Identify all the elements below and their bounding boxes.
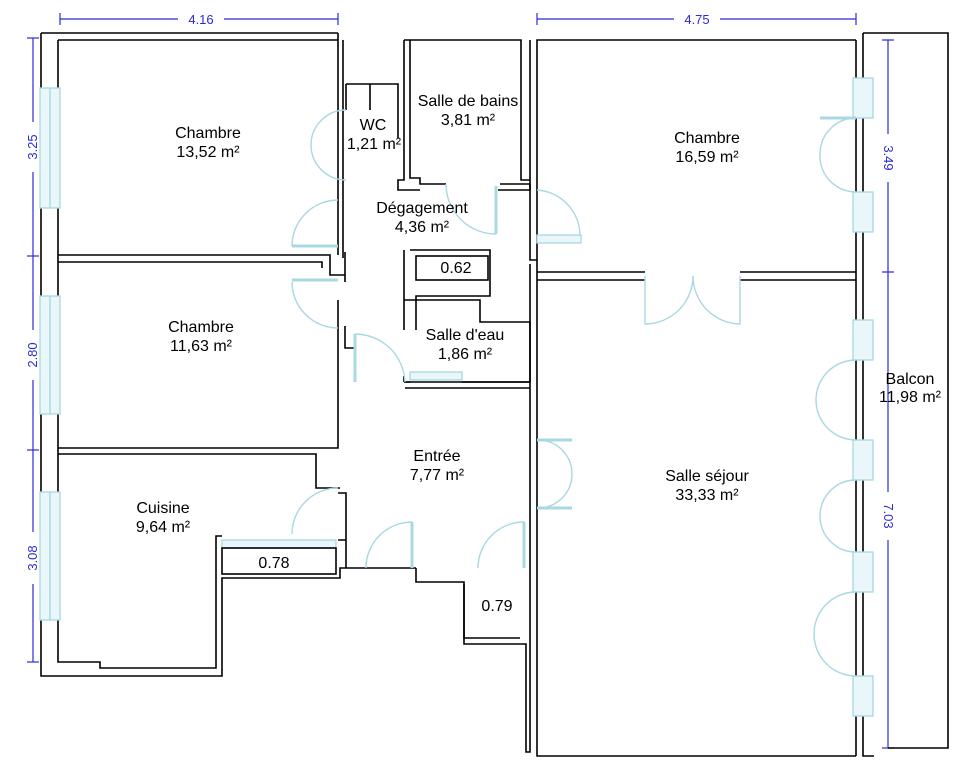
room-name-chambre-1: Chambre (175, 125, 241, 142)
room-area-wc: 1,21 m² (347, 136, 402, 153)
room-name-salle-d-eau: Salle d'eau (426, 327, 505, 344)
door-balcon-4 (813, 591, 857, 677)
door-salle-de-bains (445, 183, 497, 235)
room-labels: Chambre 13,52 m² WC 1,21 m² Salle de bai… (136, 93, 942, 615)
dimension-right-1: 3.49 (881, 145, 896, 170)
window-sejour-3 (852, 551, 874, 593)
dimension-top-left: 4.16 (188, 12, 213, 27)
door-balcon-2 (815, 359, 857, 441)
dimension-left-3: 3.08 (25, 545, 40, 570)
dimension-right-2: 7.03 (881, 503, 896, 528)
door-chambre-1 (291, 199, 339, 247)
room-area-chambre-1: 13,52 m² (176, 144, 240, 161)
dimension-left-1: 3.25 (25, 134, 40, 159)
dimension-left-2: 2.80 (25, 342, 40, 367)
room-area-chambre-3: 16,59 m² (675, 149, 739, 166)
room-name-chambre-3: Chambre (674, 130, 740, 147)
door-sejour (536, 439, 573, 509)
closet-label-062: 0.62 (440, 260, 471, 277)
window-chambre-3-top (852, 77, 874, 119)
closet-label-078: 0.78 (258, 555, 289, 572)
room-name-chambre-2: Chambre (168, 319, 234, 336)
room-name-degagement: Dégagement (376, 200, 468, 217)
room-name-cuisine: Cuisine (136, 500, 189, 517)
room-name-balcon: Balcon (886, 371, 935, 388)
window-salle-d-eau (409, 371, 463, 381)
closet-label-079: 0.79 (481, 598, 512, 615)
closet-078-box (221, 547, 337, 575)
room-area-cuisine: 9,64 m² (136, 519, 191, 536)
room-area-degagement: 4,36 m² (395, 219, 450, 236)
door-entree-left (365, 521, 413, 569)
room-name-salle-sejour: Salle séjour (665, 468, 749, 485)
door-balcon-1 (819, 117, 857, 193)
door-chambre-2 (291, 281, 339, 329)
door-entree-right (477, 521, 525, 569)
walls (40, 32, 949, 757)
window-chambre-3-bottom (852, 191, 874, 233)
windows (39, 77, 874, 717)
window-sejour-4 (852, 675, 874, 717)
door-chambre-3-sejour (644, 275, 741, 325)
room-area-entree: 7,77 m² (410, 467, 465, 484)
window-sejour-1 (852, 319, 874, 361)
room-area-salle-de-bains: 3,81 m² (441, 112, 496, 129)
dimension-top-right: 4.75 (684, 12, 709, 27)
dimension-labels: 4.16 4.75 3.25 2.80 3.08 3.49 7.03 (25, 12, 896, 571)
room-area-chambre-2: 11,63 m² (170, 338, 233, 355)
door-wc (310, 109, 347, 181)
room-area-salle-d-eau: 1,86 m² (438, 346, 493, 363)
window-closet-078 (221, 539, 337, 549)
doors (291, 109, 857, 677)
window-sejour-2 (852, 439, 874, 481)
door-salle-d-eau (354, 333, 406, 383)
room-area-balcon: 11,98 m² (879, 389, 942, 406)
window-chambre-3-door (536, 234, 582, 244)
closets (221, 547, 520, 639)
room-name-salle-de-bains: Salle de bains (418, 93, 519, 110)
door-cuisine (291, 487, 339, 535)
door-chambre-3 (536, 189, 581, 237)
room-name-entree: Entrée (413, 448, 460, 465)
room-area-salle-sejour: 33,33 m² (675, 487, 739, 504)
room-name-wc: WC (360, 117, 387, 134)
door-balcon-3 (819, 479, 857, 553)
